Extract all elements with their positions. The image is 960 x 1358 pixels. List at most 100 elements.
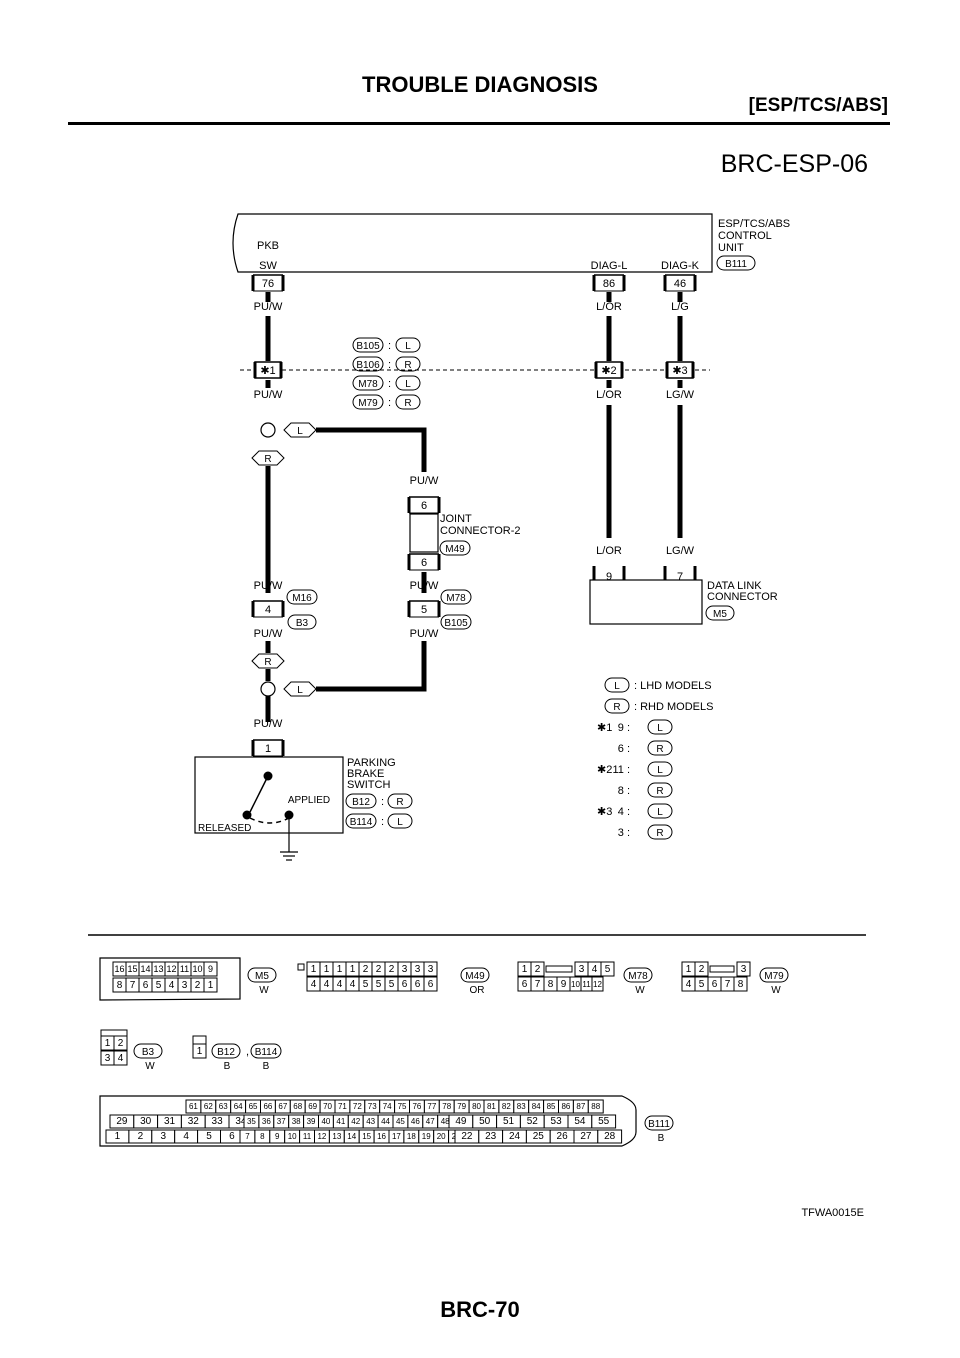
control-unit-connector-tag	[716, 255, 756, 271]
b3-latch	[100, 1029, 128, 1037]
pin-table-mark: ✱1	[597, 722, 612, 734]
m5-bottom-number: 6	[143, 980, 149, 991]
b111-row3a-number: 1	[115, 1131, 121, 1142]
switch-contact-arm	[249, 775, 269, 813]
m5-color: W	[259, 985, 269, 996]
parking-brake-connector-id: B12	[352, 797, 370, 808]
m5-top-number: 16	[114, 964, 124, 974]
b111-row2b-number: 40	[321, 1117, 330, 1126]
b111-row2b-number: 41	[336, 1117, 345, 1126]
wire-color-label: PU/W	[410, 475, 439, 487]
wiring-schematic: ESP/TCS/ABSCONTROLUNITB111PKBSW76PU/WDIA…	[88, 213, 866, 936]
m49-top-cell	[423, 961, 438, 977]
inline-connector-model-tag	[395, 394, 421, 410]
figure-code: TFWA0015E	[801, 1207, 864, 1219]
wire-color-label: PU/W	[254, 580, 283, 592]
separator: :	[388, 340, 391, 352]
inline-connector-id-tag	[352, 375, 384, 391]
b111-row3b-number: 20	[437, 1132, 446, 1141]
m49-bottom-number: 5	[389, 979, 395, 990]
m49-top-number: 2	[363, 964, 369, 975]
joint-connector-id-tag	[439, 540, 471, 556]
b111-row2b-number: 42	[351, 1117, 360, 1126]
connector-m78-id: M78	[446, 593, 466, 604]
wire-color-label: PU/W	[254, 389, 283, 401]
m78-bottom-small-cell	[591, 976, 604, 992]
inline-connector-model: R	[404, 360, 411, 371]
b111-row2b-number: 46	[411, 1117, 420, 1126]
inline-connector-id-tag	[352, 337, 384, 353]
b111-row1-number: 80	[472, 1102, 481, 1111]
m78-bottom-number: 6	[522, 979, 528, 990]
b114-color: B	[263, 1061, 270, 1072]
m79-top-number: 2	[699, 964, 705, 975]
wire-color-label: L/OR	[596, 389, 622, 401]
m79-bottom-number: 7	[725, 979, 731, 990]
m49-bottom-number: 5	[376, 979, 382, 990]
m79-bottom-number: 6	[712, 979, 718, 990]
m5-face-outline	[99, 957, 241, 1001]
m49-top-number: 3	[428, 964, 434, 975]
b111-row1-number: 70	[323, 1102, 332, 1111]
b111-row1-number: 75	[398, 1102, 407, 1111]
b3-bottom-number: 3	[105, 1053, 111, 1064]
m5-id-tag	[247, 967, 277, 983]
b111-row3b-number: 15	[362, 1132, 371, 1141]
switch-applied-label: APPLIED	[288, 795, 330, 806]
parking-brake-name: BRAKE	[347, 768, 384, 780]
m5-bottom-number: 7	[130, 980, 136, 991]
m78-top-number: 1	[522, 964, 528, 975]
joint-connector-id: M49	[445, 544, 465, 555]
b12-face-number: 1	[197, 1046, 203, 1057]
m78-id: M78	[628, 971, 648, 982]
m79-bottom-cell	[733, 976, 748, 992]
parking-brake-pin: 1	[265, 743, 271, 755]
m79-key	[709, 965, 735, 973]
parking-brake-name: PARKING	[347, 757, 396, 769]
b111-row1-number: 83	[517, 1102, 526, 1111]
separator: :	[388, 359, 391, 371]
m5-bottom-number: 8	[117, 980, 123, 991]
data-link-connector-id-tag	[705, 605, 735, 621]
data-link-connector-name: DATA LINK	[707, 580, 762, 592]
m78-bottom-number: 9	[561, 979, 567, 990]
m49-bottom-number: 6	[402, 979, 408, 990]
m5-top-number: 13	[153, 964, 163, 974]
b111-row1-number: 74	[383, 1102, 392, 1111]
b3-color: W	[145, 1061, 155, 1072]
m49-bottom-number: 4	[350, 979, 356, 990]
b111-row3c-number: 28	[604, 1131, 616, 1142]
pin-table-model: R	[656, 828, 663, 839]
pin-table-model: R	[656, 744, 663, 755]
b111-row2b-number: 35	[247, 1117, 256, 1126]
b114-id-tag	[250, 1043, 282, 1059]
pin-table-pin: 9 :	[618, 722, 630, 734]
control-unit-name: CONTROL	[718, 230, 772, 242]
pin-table-pin: 6 :	[618, 743, 630, 755]
b111-row2b-number: 48	[441, 1117, 450, 1126]
splice-lhd-lower	[260, 681, 276, 697]
m78-bottom-small-number: 12	[593, 980, 602, 989]
pin-table-model: L	[657, 807, 663, 818]
m5-id: M5	[255, 971, 269, 982]
control-unit-connector: B111	[725, 259, 747, 270]
page-number: BRC-70	[440, 1297, 520, 1322]
b111-row1-cell	[587, 1099, 604, 1114]
joint-connector-pin: 6	[421, 500, 427, 512]
m5-top-cell	[203, 961, 218, 977]
control-unit-box	[232, 213, 713, 273]
b111-row2b-number: 47	[426, 1117, 435, 1126]
parking-brake-name: SWITCH	[347, 779, 390, 791]
m5-bottom-number: 2	[195, 980, 201, 991]
wire-lhd-lower	[316, 641, 427, 692]
switch-released-contact	[242, 810, 252, 820]
m49-bottom-number: 4	[311, 979, 317, 990]
m79-top-number: 1	[686, 964, 692, 975]
b111-row1-number: 79	[457, 1102, 466, 1111]
wire-lhd-upper	[316, 427, 427, 472]
b111-row1-number: 86	[561, 1102, 570, 1111]
separator: ,	[246, 1046, 249, 1058]
control-unit-pin: 46	[674, 278, 686, 290]
b111-row1-number: 71	[338, 1102, 347, 1111]
joint-connector-body	[409, 513, 439, 553]
